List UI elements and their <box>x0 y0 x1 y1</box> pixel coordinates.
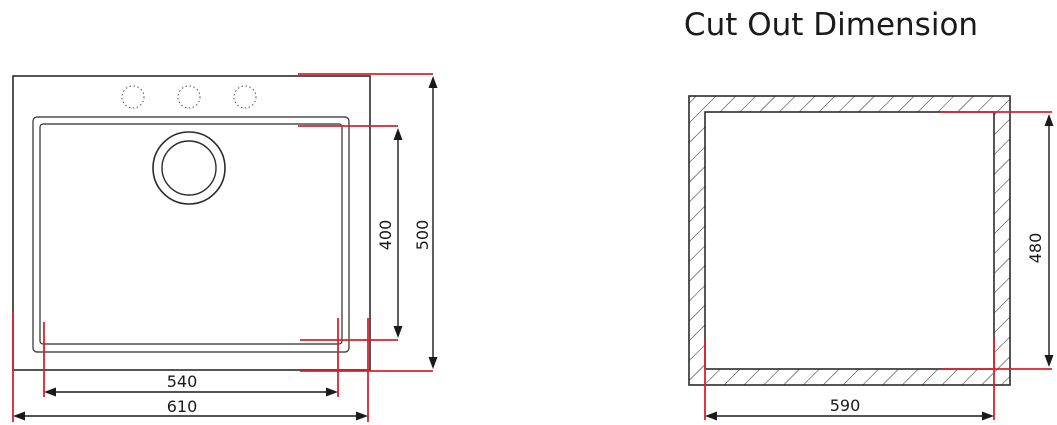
cutout-title: Cut Out Dimension <box>684 7 978 43</box>
sink-red-extension-lines <box>12 73 433 422</box>
cutout-hatched-frame <box>688 95 1011 386</box>
dimension-480: 480 <box>1026 114 1054 367</box>
drain-icon <box>152 131 226 205</box>
dimension-500: 500 <box>413 76 438 369</box>
bowl-inner-outline <box>39 123 343 345</box>
tap-hole-icon <box>177 85 201 109</box>
bowl-width-label: 540 <box>167 372 198 391</box>
dimension-400: 400 <box>376 128 403 338</box>
outer-width-label: 610 <box>167 397 198 416</box>
bowl-rim-outline <box>32 116 350 353</box>
cutout-width-label: 590 <box>830 396 861 415</box>
tap-hole-icon <box>121 85 145 109</box>
bowl-height-label: 400 <box>376 220 395 251</box>
sink-outer-outline <box>12 75 371 371</box>
outer-height-label: 500 <box>413 220 432 251</box>
dimension-590: 590 <box>705 396 994 421</box>
cutout-height-label: 480 <box>1026 233 1045 264</box>
tap-hole-icons <box>121 85 257 109</box>
sink-plan-view: 500 400 540 610 <box>12 73 438 422</box>
tap-hole-icon <box>233 85 257 109</box>
cutout-view: Cut Out Dimension 480 590 <box>684 7 1054 421</box>
cutout-red-extension-lines <box>704 111 1052 420</box>
dimension-610: 610 <box>13 397 368 421</box>
dimension-540: 540 <box>44 372 338 397</box>
